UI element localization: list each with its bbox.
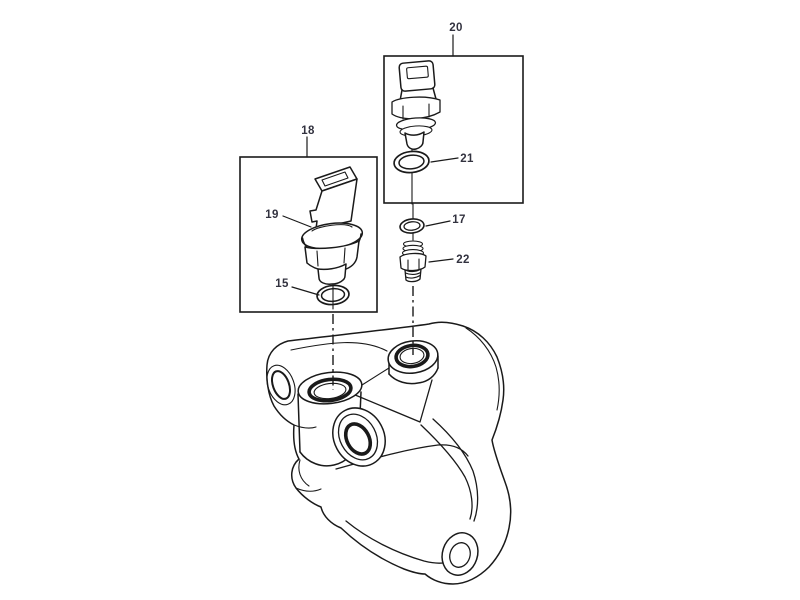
- fitting22-hex: [399, 252, 427, 272]
- housing-ear-base-line: [293, 424, 317, 429]
- right-port-inner: [399, 347, 425, 365]
- side-port-ring: [343, 422, 373, 456]
- fitting22-hex-facets: [407, 258, 420, 271]
- fitting22-lower-thread: [404, 268, 422, 283]
- arm-ridge-a: [420, 424, 473, 520]
- arm-ridge-b: [432, 418, 479, 522]
- left-port-inner: [313, 382, 347, 400]
- foot-hole-inner: [449, 542, 471, 568]
- o-ring-17-inner: [403, 221, 421, 231]
- callouts: 20 18 19 15 21 17 22: [265, 22, 474, 296]
- callout-19[interactable]: 19: [265, 209, 279, 221]
- front-v-crease: [347, 379, 433, 423]
- callout-22[interactable]: 22: [456, 254, 470, 266]
- sensor19-flange-inner: [311, 224, 353, 232]
- callout-18[interactable]: 18: [301, 125, 315, 137]
- lobe-crease: [298, 459, 310, 487]
- sensor19-tip: [317, 263, 347, 285]
- fitting22-thread-lines: [404, 271, 422, 279]
- leader-21: [430, 157, 459, 163]
- housing-topface-line: [290, 342, 388, 352]
- leader-15: [291, 286, 320, 296]
- ear-rim: [266, 364, 296, 406]
- fitting-22-drawing: [399, 240, 427, 283]
- boss-connect-line: [361, 367, 390, 386]
- callout-20[interactable]: 20: [449, 22, 463, 34]
- leader-19: [282, 215, 312, 228]
- lobe-crease2: [295, 487, 322, 492]
- ear-hole: [270, 370, 292, 400]
- foot-hole-outer: [441, 532, 479, 576]
- sensor20-connector-slot: [406, 65, 429, 80]
- o-ring-17: [399, 218, 425, 234]
- callout-15[interactable]: 15: [275, 278, 289, 290]
- callout-21[interactable]: 21: [460, 153, 474, 165]
- sensor20-hex-facets: [402, 103, 430, 120]
- sensor19-connector-slot: [321, 171, 349, 187]
- sensor19-connector-front: [309, 178, 358, 230]
- sensor19-hex-facets: [316, 247, 346, 267]
- left-boss-side: [297, 393, 301, 453]
- right-boss-bottom: [388, 367, 439, 385]
- o-ring-21-inner: [398, 154, 425, 170]
- arm-inner-edge: [465, 327, 500, 411]
- housing-drawing: [266, 321, 512, 585]
- leader-22: [428, 258, 454, 263]
- leader-17: [425, 220, 451, 227]
- o-ring-17-drawing: [399, 203, 425, 241]
- sensor-20-drawing: [391, 60, 441, 205]
- sensor20-hex: [391, 96, 441, 120]
- sensor20-tip: [404, 131, 425, 150]
- part-box-18: [239, 156, 378, 313]
- callout-17[interactable]: 17: [452, 214, 466, 226]
- sensor-19-drawing: [300, 166, 364, 310]
